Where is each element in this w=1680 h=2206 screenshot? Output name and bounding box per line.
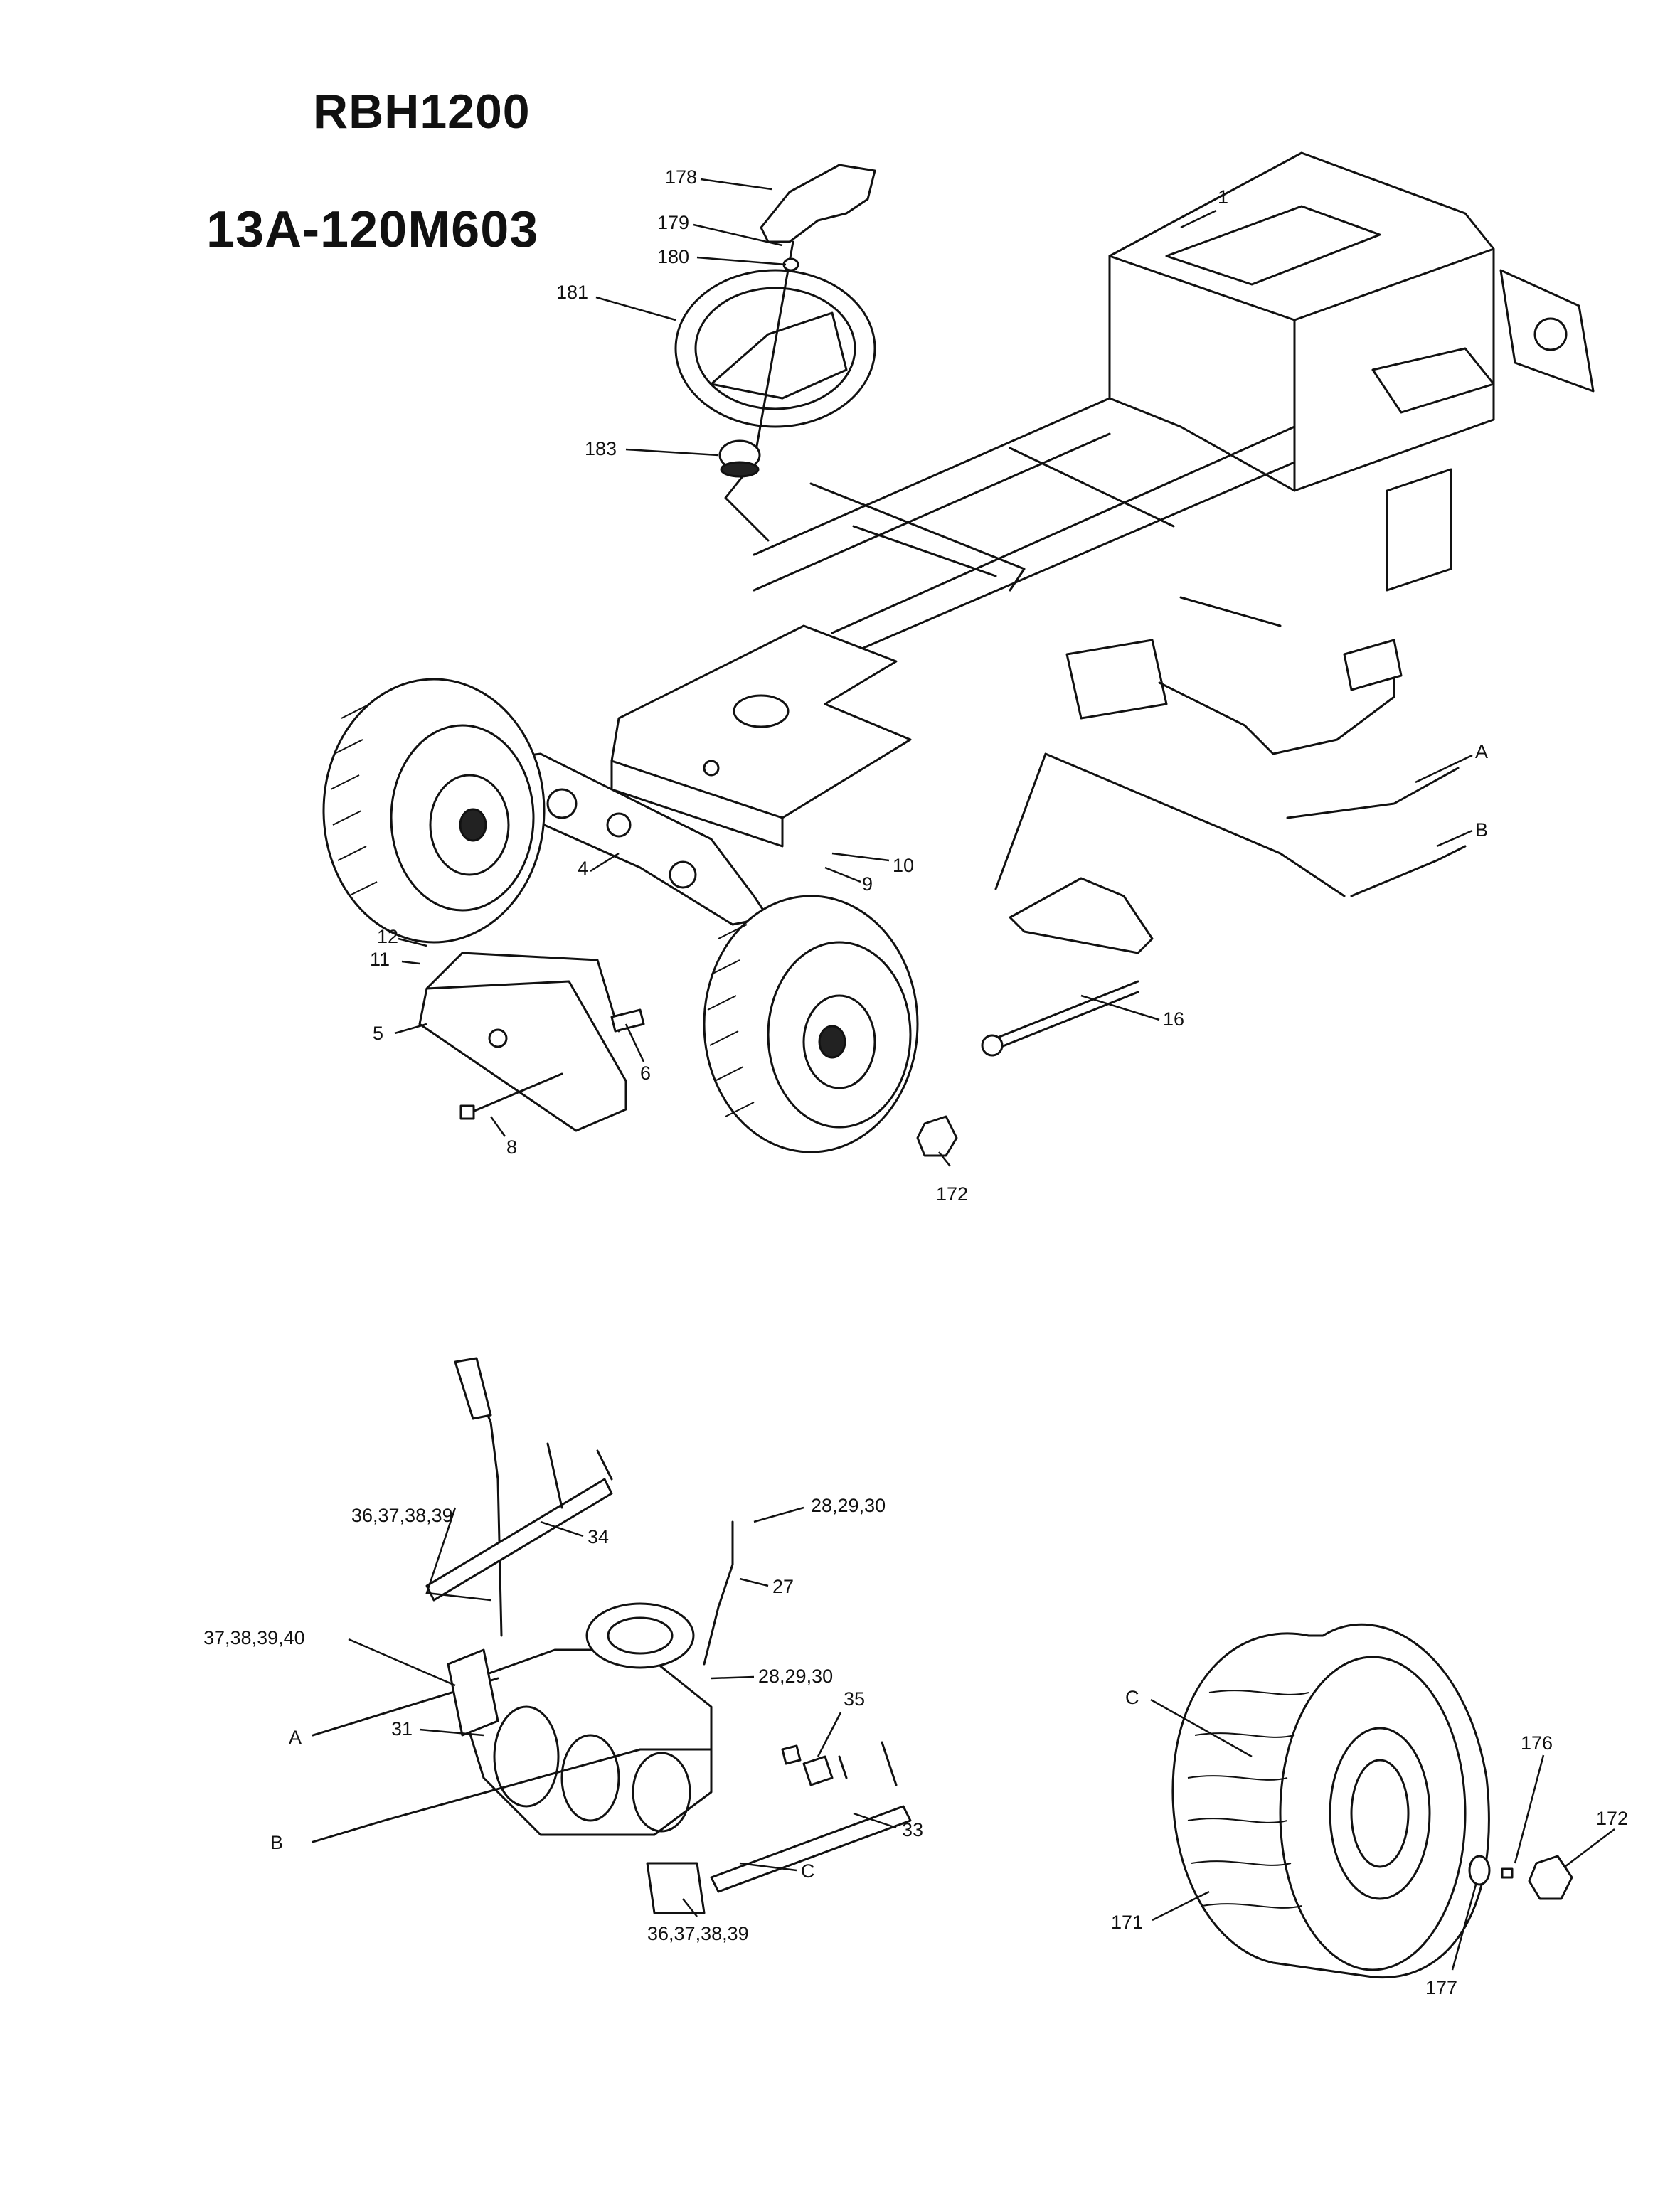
callout-31: 31 — [391, 1718, 413, 1739]
callout-A: A — [1475, 741, 1488, 762]
callout-177: 177 — [1425, 1977, 1457, 1998]
callout-1: 1 — [1218, 186, 1228, 208]
callout-180: 180 — [657, 246, 689, 267]
callout-10: 10 — [893, 855, 914, 876]
wheel-leader-lines — [1150, 1698, 1615, 1971]
front-right-tire — [703, 895, 919, 1153]
transaxle-body — [454, 1648, 713, 1836]
callout-172-wheel: 172 — [1596, 1808, 1628, 1829]
callout-36-37-38-39-top: 36,37,38,39 — [351, 1505, 453, 1526]
transmission-drawing — [312, 1357, 912, 1914]
rear-hub-nut — [1528, 1855, 1573, 1900]
foot-pedal — [1065, 639, 1168, 720]
callout-36-37-38-39-bottom: 36,37,38,39 — [647, 1923, 749, 1944]
callout-4: 4 — [578, 858, 588, 879]
callout-28-29-30-mid: 28,29,30 — [758, 1666, 833, 1687]
callout-6: 6 — [640, 1062, 651, 1084]
top-leader-lines — [394, 178, 1473, 1167]
steering-assembly-drawing — [674, 164, 876, 542]
callout-A-bottom: A — [289, 1727, 302, 1748]
steering-wheel — [674, 269, 876, 428]
callout-183: 183 — [585, 438, 617, 459]
callout-C-bottom: C — [801, 1860, 815, 1882]
steering-cover — [760, 164, 876, 243]
axle-key — [1501, 1867, 1514, 1879]
shift-rod — [703, 1520, 734, 1666]
axle-washer — [1468, 1855, 1491, 1886]
callout-33: 33 — [902, 1819, 923, 1840]
top-callouts: 178 179 180 181 183 1 A B 10 9 4 12 11 5… — [370, 166, 1488, 1205]
chassis-frame-drawing — [418, 151, 1595, 1132]
tie-rod — [994, 980, 1139, 1040]
callout-12: 12 — [377, 926, 398, 947]
bottom-callouts: 36,37,38,39 34 28,29,30 27 37,38,39,40 2… — [203, 1495, 923, 1944]
callout-B: B — [1475, 819, 1488, 841]
lower-bracket — [710, 1805, 912, 1893]
rear-frame-housing — [1108, 151, 1495, 492]
axle-skid-plate — [418, 980, 627, 1132]
bolt — [468, 1072, 563, 1114]
drive-pulley — [585, 1602, 695, 1669]
callout-176: 176 — [1521, 1732, 1553, 1754]
callout-34: 34 — [588, 1526, 609, 1547]
upper-bracket — [425, 1478, 613, 1602]
front-wheels-drawing — [322, 678, 958, 1157]
part-number-title: 13A-120M603 — [206, 201, 539, 258]
steering-shaft — [724, 240, 794, 542]
rear-wheel-rim — [1329, 1727, 1431, 1900]
callout-171: 171 — [1111, 1912, 1143, 1933]
front-left-tire — [322, 678, 546, 944]
callout-16: 16 — [1163, 1008, 1184, 1030]
callout-37-38-39-40: 37,38,39,40 — [203, 1627, 305, 1648]
callout-181: 181 — [556, 282, 588, 303]
callout-C-wheel: C — [1125, 1687, 1139, 1708]
callout-27: 27 — [772, 1576, 794, 1597]
rear-wheel-drawing — [1171, 1623, 1573, 1979]
callout-8: 8 — [506, 1136, 517, 1158]
front-frame-plate — [610, 624, 912, 819]
model-title: RBH1200 — [313, 85, 531, 139]
bottom-leader-lines — [348, 1506, 897, 1917]
wheel-callouts: C 176 172 171 177 — [1111, 1687, 1628, 1998]
callout-35: 35 — [844, 1688, 865, 1710]
callout-9: 9 — [862, 873, 873, 895]
callout-11: 11 — [370, 949, 390, 970]
callout-28-29-30-top: 28,29,30 — [811, 1495, 886, 1516]
callout-179: 179 — [657, 212, 689, 233]
callout-178: 178 — [665, 166, 697, 188]
callout-B-bottom: B — [270, 1832, 283, 1853]
hub-nut — [916, 1115, 958, 1157]
callout-5: 5 — [373, 1023, 383, 1044]
callout-172: 172 — [936, 1183, 968, 1205]
